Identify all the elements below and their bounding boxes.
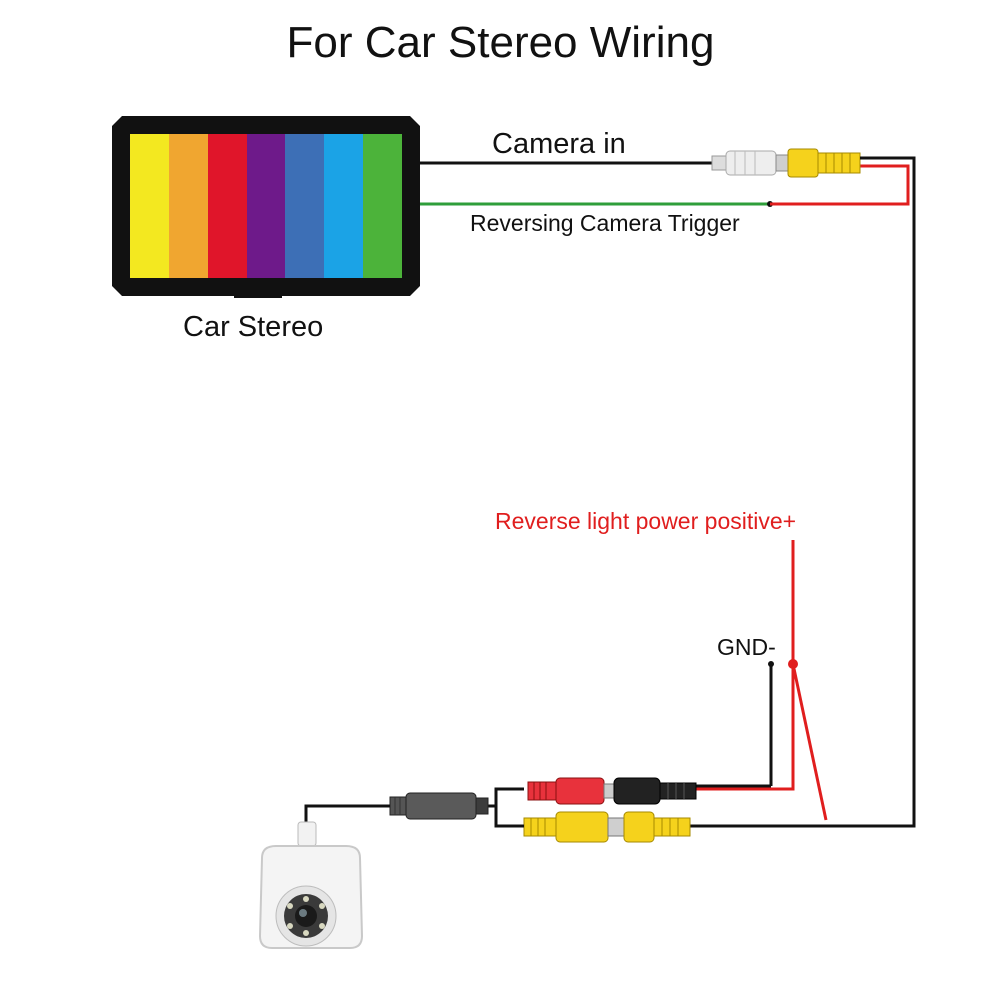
video-rca-connector <box>523 811 691 843</box>
video-long-wire <box>690 156 916 828</box>
trigger-wire-red <box>770 164 910 206</box>
power-connector <box>527 777 697 805</box>
reversing-trigger-label: Reversing Camera Trigger <box>470 210 740 236</box>
top-rca-connector <box>711 148 861 178</box>
gnd-joint-dot <box>768 661 774 667</box>
color-bar-2 <box>168 134 208 278</box>
car-stereo-monitor <box>112 116 420 296</box>
color-bar-7 <box>363 134 403 278</box>
diagram-title: For Car Stereo Wiring <box>286 18 715 67</box>
color-bar-6 <box>324 134 364 278</box>
car-stereo-label: Car Stereo <box>183 311 324 343</box>
splitter-wire <box>494 787 524 828</box>
gnd-label: GND- <box>717 634 776 660</box>
stereo-screen <box>130 134 403 278</box>
color-bar-5 <box>285 134 325 278</box>
power-branch-camera <box>690 664 795 791</box>
color-bar-1 <box>130 134 169 278</box>
color-bar-3 <box>207 134 247 278</box>
color-bar-4 <box>246 134 286 278</box>
power-branch-trigger <box>791 663 828 821</box>
stereo-base <box>234 294 282 298</box>
camera-plug <box>389 792 489 820</box>
reverse-power-label: Reverse light power positive+ <box>495 508 797 534</box>
backup-camera <box>258 821 364 949</box>
camera-in-label: Camera in <box>492 128 626 160</box>
camera-cable <box>304 804 390 824</box>
